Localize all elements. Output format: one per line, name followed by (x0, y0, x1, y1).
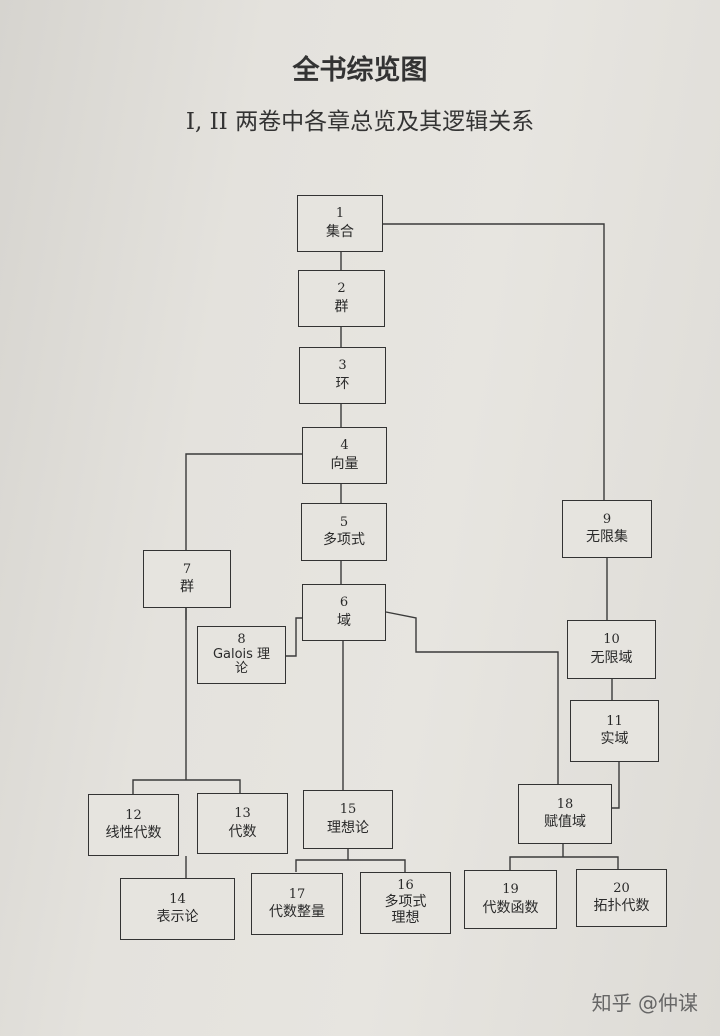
node-12-number: 12 (125, 807, 142, 823)
edge-6-8 (286, 617, 302, 657)
node-7-number: 7 (182, 561, 192, 577)
page-title: 全书综览图 (292, 55, 428, 86)
node-1-label: 集合 (326, 223, 354, 240)
node-5-label: 多项式 (323, 532, 365, 549)
edge-11-18 (612, 762, 620, 809)
node-16-label: 多项式 理想 (384, 894, 427, 927)
node-6: 6 域 (302, 584, 386, 641)
page-subtitle: I, II 两卷中各章总览及其逻辑关系 (185, 109, 535, 135)
watermark-text: 知乎 @仲谋 (591, 991, 698, 1015)
node-18-number: 18 (556, 796, 574, 812)
node-9: 9 无限集 (562, 500, 652, 558)
node-2-number: 2 (337, 281, 346, 297)
node-6-number: 6 (339, 595, 349, 611)
branch-12-13 (132, 779, 241, 794)
node-11-number: 11 (606, 713, 623, 729)
node-3: 3 环 (299, 347, 386, 404)
node-15: 15 理想论 (303, 790, 393, 849)
edge-4-7 (185, 453, 302, 550)
node-14: 14 表示论 (120, 878, 235, 940)
node-17: 17 代数整量 (251, 873, 343, 935)
node-13-label: 代数 (228, 823, 257, 840)
node-17-number: 17 (288, 886, 306, 902)
node-19-label: 代数函数 (482, 899, 539, 916)
node-5: 5 多项式 (301, 503, 387, 561)
node-11-label: 实域 (600, 731, 629, 748)
edge-1-9 (383, 223, 605, 500)
node-8-label: Galois 理论 (212, 646, 271, 677)
node-7-label: 群 (180, 579, 194, 596)
node-20: 20 拓扑代数 (576, 869, 667, 927)
branch-19-20 (509, 856, 619, 870)
node-17-label: 代数整量 (269, 904, 325, 921)
branch-16-17 (295, 859, 406, 872)
node-3-number: 3 (338, 358, 347, 374)
node-14-label: 表示论 (156, 909, 199, 926)
node-12-label: 线性代数 (105, 825, 162, 842)
node-7: 7 群 (143, 550, 231, 608)
node-16-number: 16 (397, 878, 414, 894)
node-13: 13 代数 (197, 793, 288, 854)
node-12: 12 线性代数 (88, 794, 179, 856)
node-1-number: 1 (335, 206, 345, 222)
node-4-label: 向量 (330, 455, 359, 472)
node-4: 4 向量 (302, 427, 387, 484)
node-6-label: 域 (337, 612, 351, 629)
node-10-label: 无限域 (590, 649, 633, 666)
node-15-label: 理想论 (327, 819, 369, 836)
node-10-number: 10 (603, 632, 620, 648)
node-8-number: 8 (237, 631, 246, 647)
node-10: 10 无限域 (567, 620, 656, 679)
node-3-label: 环 (335, 375, 350, 392)
node-19: 19 代数函数 (464, 870, 557, 929)
node-2-label: 群 (334, 298, 349, 315)
node-18: 18 赋值域 (518, 784, 612, 844)
node-4-number: 4 (340, 438, 349, 454)
node-9-label: 无限集 (586, 529, 628, 546)
node-5-number: 5 (339, 514, 349, 530)
node-9-number: 9 (602, 511, 612, 527)
node-11: 11 实域 (570, 700, 659, 762)
node-15-number: 15 (339, 802, 357, 818)
node-1: 1 集合 (297, 195, 383, 252)
node-14-number: 14 (169, 891, 186, 907)
node-19-number: 19 (502, 882, 519, 898)
node-8: 8 Galois 理论 (197, 626, 286, 684)
node-20-number: 20 (613, 880, 630, 896)
node-2: 2 群 (298, 270, 385, 327)
node-20-label: 拓扑代数 (593, 898, 650, 915)
node-18-label: 赋值域 (544, 814, 586, 831)
edge-6-18 (385, 611, 559, 784)
node-13-number: 13 (234, 806, 251, 822)
node-16: 16 多项式 理想 (360, 872, 451, 934)
